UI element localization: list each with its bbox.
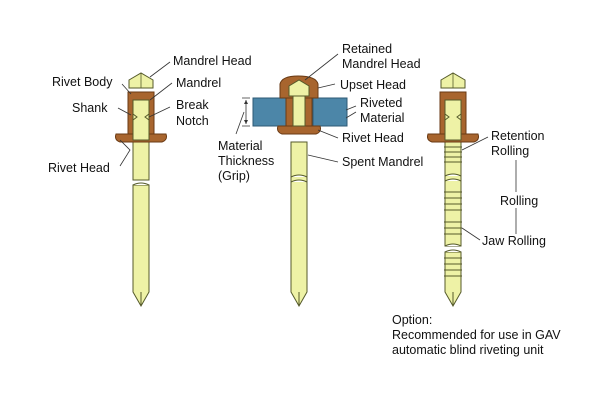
label-riveted-2: Material xyxy=(360,111,405,125)
option-line-1: Recommended for use in GAV xyxy=(392,328,561,342)
option-title: Option: xyxy=(392,313,433,327)
jaw-rolling-grooves xyxy=(444,221,462,277)
left-break-notch xyxy=(132,113,150,121)
label-thickness-3: (Grip) xyxy=(218,169,250,183)
retained-mandrel-head xyxy=(288,79,310,97)
label-spent-mandrel: Spent Mandrel xyxy=(342,155,424,169)
rolling-grooves xyxy=(444,191,462,211)
right-rivet-assembly xyxy=(427,72,479,308)
label-shank: Shank xyxy=(72,101,108,115)
label-mandrel-head: Mandrel Head xyxy=(173,54,252,68)
label-break-notch-1: Break xyxy=(176,98,209,112)
label-rivet-body: Rivet Body xyxy=(52,75,113,89)
retention-rolling-grooves xyxy=(444,146,462,163)
middle-rivet-head xyxy=(277,125,321,135)
option-line-2: automatic blind riveting unit xyxy=(392,343,544,357)
label-retained-1: Retained xyxy=(342,42,393,56)
label-retention-2: Rolling xyxy=(491,144,530,158)
label-thickness-2: Thickness xyxy=(218,154,275,168)
label-rivet-head-left: Rivet Head xyxy=(48,161,110,175)
left-mandrel-stem xyxy=(132,184,150,308)
label-jaw-rolling: Jaw Rolling xyxy=(482,234,546,248)
middle-rivet-assembly xyxy=(242,75,348,308)
label-retained-2: Mandrel Head xyxy=(342,57,421,71)
label-thickness-1: Material xyxy=(218,139,263,153)
label-break-notch-2: Notch xyxy=(176,114,209,128)
leader-lines xyxy=(117,53,517,241)
material-plate-left xyxy=(252,97,288,127)
label-mandrel: Mandrel xyxy=(176,76,222,90)
label-upset-head: Upset Head xyxy=(340,78,407,92)
label-rolling: Rolling xyxy=(500,194,539,208)
label-rivet-head-mid: Rivet Head xyxy=(342,131,404,145)
label-retention-1: Retention xyxy=(491,129,545,143)
material-plate-right xyxy=(312,97,348,127)
spent-mandrel xyxy=(290,141,308,308)
label-riveted-1: Riveted xyxy=(360,96,403,110)
left-rivet-assembly xyxy=(115,72,167,308)
